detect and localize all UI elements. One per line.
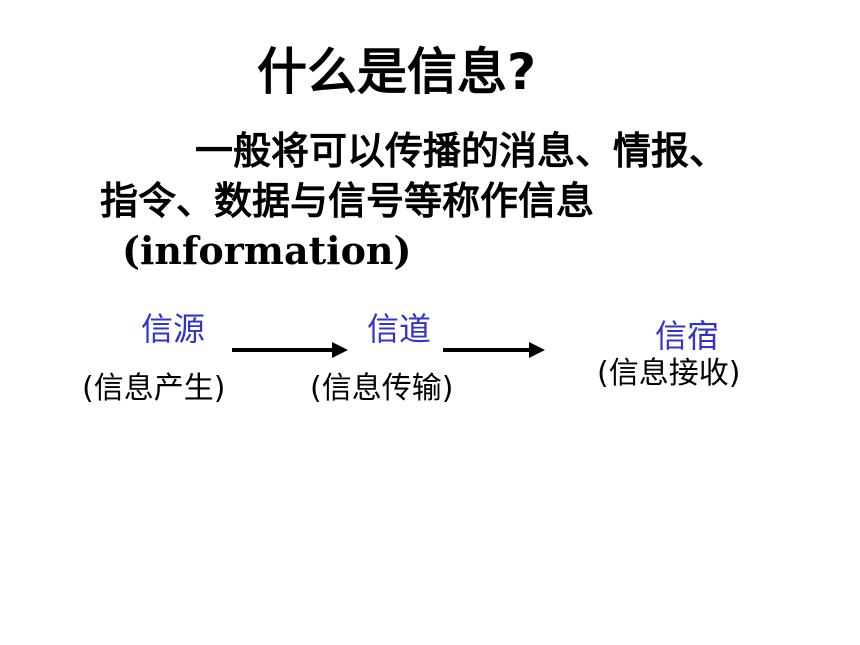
- node-channel-label: 信道: [367, 310, 432, 348]
- definition-line-2: 指令、数据与信号等称作信息: [100, 179, 595, 223]
- definition-line-3: (information): [122, 228, 412, 273]
- node-source-label: 信源: [141, 310, 206, 348]
- node-sink-desc: (信息接收): [597, 356, 741, 391]
- node-channel-desc: (信息传输): [310, 371, 454, 406]
- arrow-source-to-channel: [232, 342, 348, 358]
- definition-line-1: 一般将可以传播的消息、情报、: [195, 129, 728, 173]
- arrow-channel-to-sink: [443, 342, 545, 358]
- node-sink-label: 信宿: [655, 317, 720, 355]
- node-source-desc: (信息产生): [82, 371, 226, 406]
- slide-title: 什么是信息?: [257, 43, 537, 101]
